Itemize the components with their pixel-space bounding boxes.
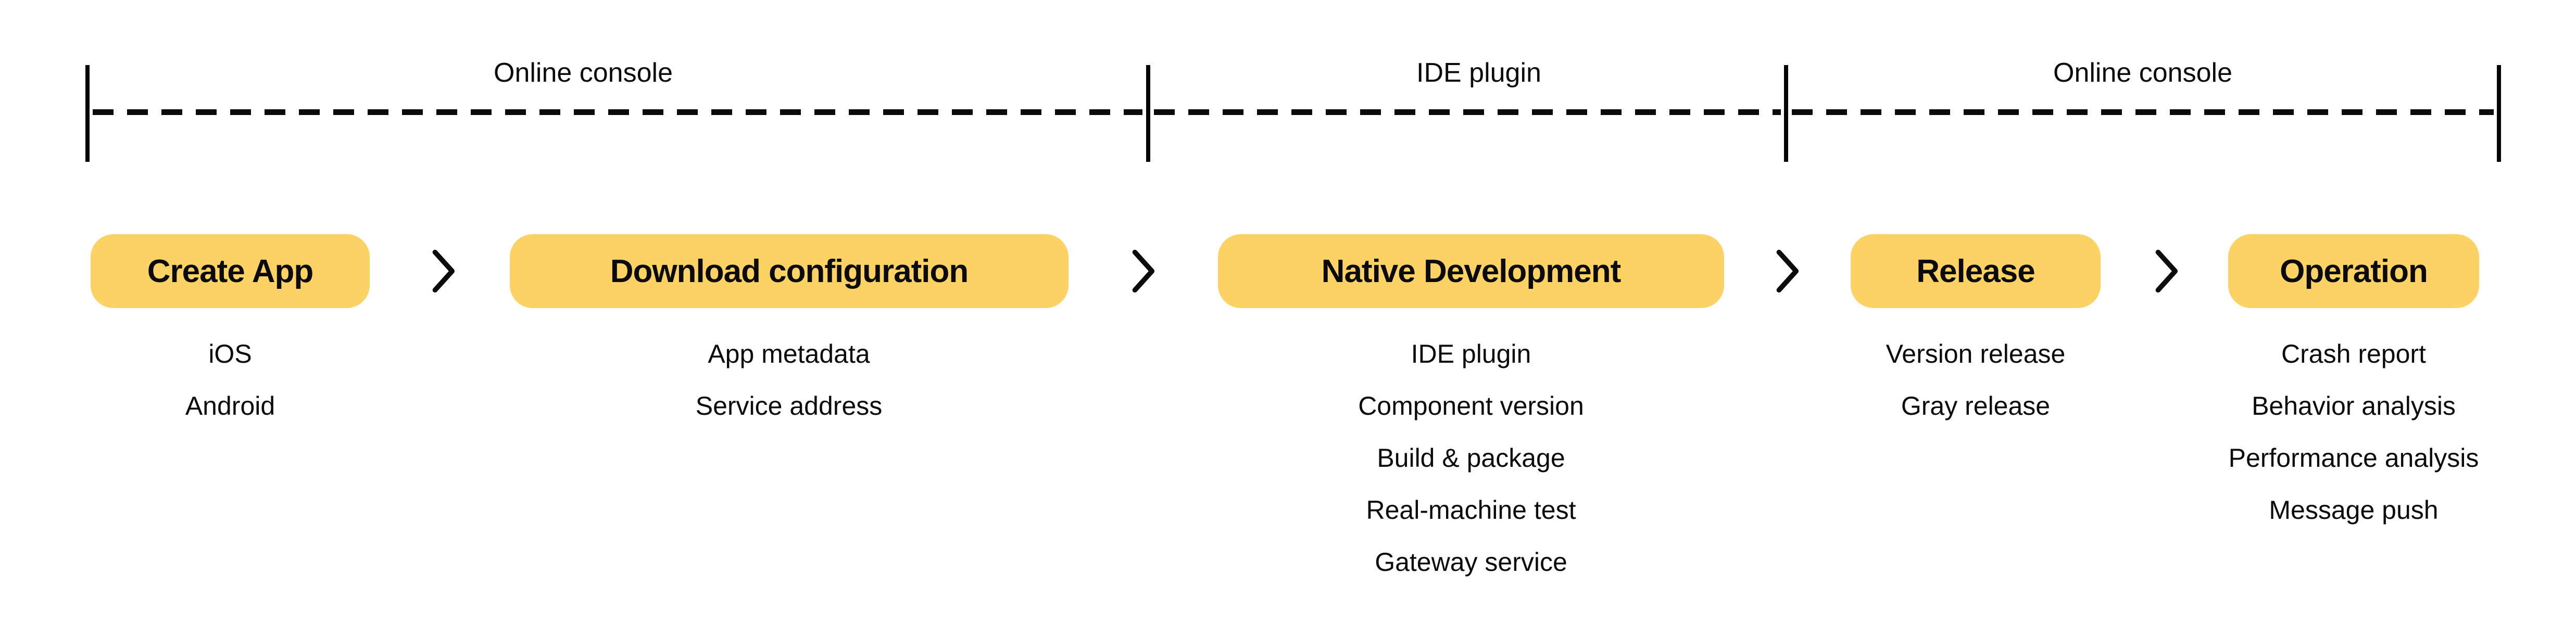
step-operation: Operation (2228, 234, 2479, 308)
band-tick-separator-1 (1146, 65, 1150, 162)
band-dashed-line-3 (1792, 109, 2494, 115)
list-item: Build & package (1377, 443, 1565, 473)
phase-label-online-console-2: Online console (2053, 58, 2232, 88)
list-item: Gateway service (1375, 547, 1567, 577)
chevron-right-icon (1132, 249, 1155, 293)
chevron-right-icon (432, 249, 455, 293)
step-create-app: Create App (91, 234, 370, 308)
list-item: IDE plugin (1411, 339, 1531, 368)
step-release: Release (1851, 234, 2101, 308)
band-tick-end (2497, 65, 2501, 162)
phase-label-online-console-1: Online console (494, 58, 673, 88)
step-detail-list-native-development: IDE plugin Component version Build & pac… (1252, 328, 1690, 588)
list-item: Behavior analysis (2252, 391, 2456, 420)
band-tick-separator-2 (1784, 65, 1788, 162)
list-item: Version release (1886, 339, 2066, 368)
step-detail-list-create-app: iOS Android (11, 328, 449, 432)
chevron-right-icon (1776, 249, 1799, 293)
list-item: iOS (208, 339, 252, 368)
step-download-configuration: Download configuration (510, 234, 1069, 308)
chevron-right-icon (2155, 249, 2178, 293)
list-item: Performance analysis (2228, 443, 2479, 473)
step-native-development: Native Development (1218, 234, 1724, 308)
band-dashed-line-2 (1154, 109, 1781, 115)
band-tick-start (85, 65, 90, 162)
step-detail-list-operation: Crash report Behavior analysis Performan… (2135, 328, 2572, 536)
list-item: Crash report (2281, 339, 2426, 368)
step-detail-list-release: Version release Gray release (1757, 328, 2194, 432)
list-item: Android (185, 391, 275, 420)
list-item: Real-machine test (1366, 495, 1576, 525)
list-item: Gray release (1901, 391, 2051, 420)
band-dashed-line-1 (93, 109, 1142, 115)
list-item: Component version (1358, 391, 1584, 420)
phase-label-ide-plugin: IDE plugin (1416, 58, 1541, 88)
list-item: Service address (695, 391, 883, 420)
list-item: App metadata (708, 339, 870, 368)
step-detail-list-download-configuration: App metadata Service address (570, 328, 1008, 432)
list-item: Message push (2269, 495, 2439, 525)
